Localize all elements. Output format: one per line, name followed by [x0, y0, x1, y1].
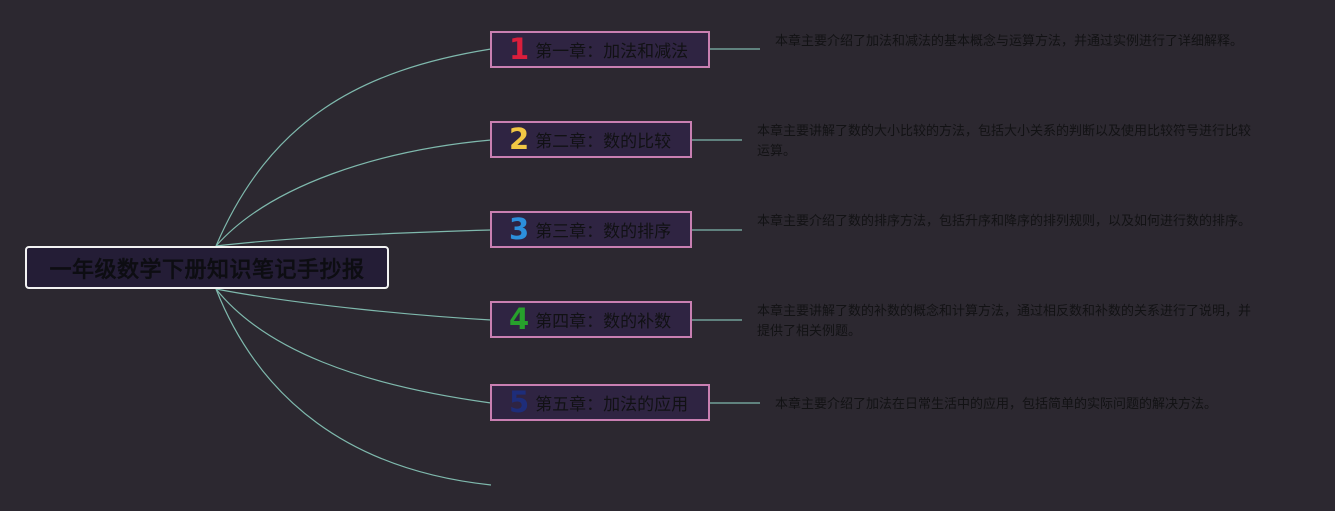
chapter-title-2: 第二章：数的比较	[535, 132, 672, 152]
chapter-number-1: 1	[509, 32, 530, 66]
chapter-node-2[interactable]: 2 第二章：数的比较	[490, 121, 692, 158]
connector-root-chapter-3	[215, 229, 492, 247]
chapter-title-5: 第五章：加法的应用	[535, 395, 689, 415]
chapter-title-3: 第三章：数的排序	[535, 222, 672, 242]
chapter-title-1: 第一章：加法和减法	[535, 42, 689, 62]
chapter-description-2: 本章主要讲解了数的大小比较的方法，包括大小关系的判断以及使用比较符号进行比较运算…	[757, 124, 1252, 159]
connector-root-chapter-1	[215, 48, 492, 247]
chapter-number-3: 3	[509, 212, 530, 246]
connector-root-chapter-4	[215, 288, 492, 321]
chapter-title-4: 第四章：数的补数	[535, 312, 672, 332]
root-topic[interactable]: 一年级数学下册知识笔记手抄报	[25, 246, 389, 289]
connector-root-chapter-5	[215, 288, 492, 404]
chapter-description-1: 本章主要介绍了加法和减法的基本概念与运算方法，并通过实例进行了详细解释。	[775, 34, 1244, 49]
root-title: 一年级数学下册知识笔记手抄报	[49, 257, 365, 283]
chapter-number-2: 2	[509, 122, 530, 156]
chapter-description-3: 本章主要介绍了数的排序方法，包括升序和降序的排列规则，以及如何进行数的排序。	[757, 214, 1252, 229]
chapter-number-4: 4	[509, 302, 530, 336]
chapter-node-3[interactable]: 3 第三章：数的排序	[490, 211, 692, 248]
chapter-description-4: 本章主要讲解了数的补数的概念和计算方法，通过相反数和补数的关系进行了说明，并提供…	[757, 304, 1252, 339]
chapter-node-4[interactable]: 4 第四章：数的补数	[490, 301, 692, 338]
connector-root-chapter-2	[215, 139, 492, 247]
chapter-node-1[interactable]: 1 第一章：加法和减法	[490, 31, 710, 68]
chapter-node-5[interactable]: 5 第五章：加法的应用	[490, 384, 710, 421]
chapter-description-5: 本章主要介绍了加法在日常生活中的应用，包括简单的实际问题的解决方法。	[775, 397, 1218, 412]
chapter-number-5: 5	[509, 385, 530, 419]
connector-root-extra	[215, 288, 492, 486]
